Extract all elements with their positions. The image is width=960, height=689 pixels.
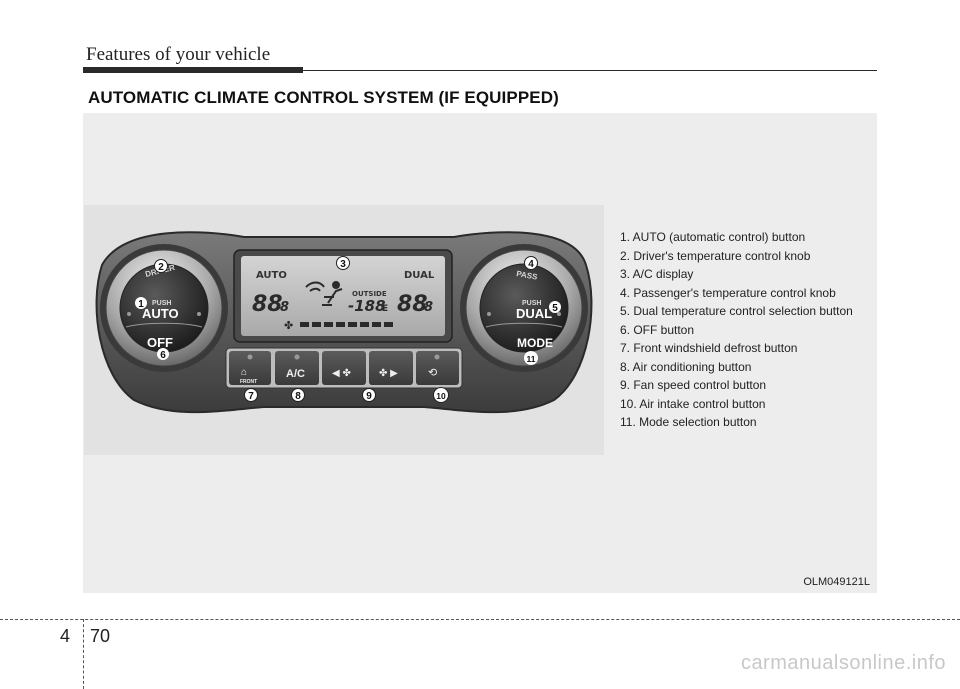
svg-text:4: 4 <box>528 259 534 270</box>
mode-button-label: MODE <box>517 336 553 350</box>
footer-divider <box>83 619 84 689</box>
page-number: 70 <box>90 626 111 646</box>
ac-button[interactable] <box>275 351 319 385</box>
legend-item: 2. Driver's temperature control knob <box>620 248 811 263</box>
air-intake-icon: ⟲ <box>428 367 437 379</box>
display-outside-label: OUTSIDE <box>352 290 387 298</box>
front-defrost-button[interactable] <box>229 351 271 385</box>
fan-down-icon: ◀ ✤ <box>332 368 351 379</box>
front-label: FRONT <box>240 379 257 385</box>
ac-display: AUTO DUAL OUTSIDE 88 8 -188 E 88 8 ✤ <box>233 249 453 343</box>
pass-temp-knob[interactable]: PASS PUSH DUAL MODE <box>460 244 588 372</box>
header-bar <box>83 67 303 73</box>
header-rule <box>303 70 877 71</box>
svg-text:2: 2 <box>158 262 164 273</box>
legend-list: 1. AUTO (automatic control) button 2. Dr… <box>620 228 853 432</box>
callout-9: 9 <box>362 388 376 402</box>
off-button-label: OFF <box>147 335 173 350</box>
display-pass-temp-small: 8 <box>424 300 433 315</box>
air-intake-button[interactable] <box>416 351 459 385</box>
fan-down-button[interactable] <box>322 351 366 385</box>
callout-2: 2 <box>154 259 168 273</box>
legend-item: 4. Passenger's temperature control knob <box>620 285 836 300</box>
button-strip: ⌂ FRONT A/C ◀ ✤ ✤ ▶ ⟲ <box>225 347 463 389</box>
legend-item: 9. Fan speed control button <box>620 378 767 392</box>
legend-item: 1. AUTO (automatic control) button <box>620 230 806 244</box>
footer-rule <box>0 619 960 620</box>
callout-8: 8 <box>291 388 305 402</box>
callout-6: 6 <box>157 348 169 361</box>
dual-button-label: DUAL <box>516 306 552 321</box>
legend-item: 11. Mode selection button <box>620 415 757 429</box>
driver-push-label: PUSH <box>152 300 171 307</box>
fan-up-button[interactable] <box>369 351 413 385</box>
callout-3: 3 <box>336 256 350 270</box>
display-fan-speed: ✤ <box>284 319 393 332</box>
header-title: Features of your vehicle <box>86 44 271 65</box>
svg-text:7: 7 <box>248 391 254 402</box>
legend-item: 5. Dual temperature control selection bu… <box>620 304 853 318</box>
callout-1: 1 <box>135 297 147 310</box>
climate-control-panel: AUTO DUAL OUTSIDE 88 8 -188 E 88 8 ✤ <box>95 231 593 414</box>
display-outside-temp: -188 <box>348 297 386 315</box>
callout-7: 7 <box>244 388 258 402</box>
legend-item: 3. A/C display <box>620 267 694 281</box>
display-airflow-icon <box>305 281 343 306</box>
display-outside-unit: E <box>382 304 388 314</box>
watermark: carmanualsonline.info <box>740 652 946 674</box>
callout-5: 5 <box>549 301 561 314</box>
legend-item: 8. Air conditioning button <box>620 359 752 374</box>
legend-item: 6. OFF button <box>620 322 695 337</box>
driver-temp-knob[interactable]: DRIVER PUSH AUTO OFF <box>100 244 228 372</box>
legend-item: 7. Front windshield defrost button <box>620 341 798 355</box>
svg-text:9: 9 <box>366 391 372 402</box>
display-pass-temp: 88 <box>397 292 428 317</box>
chapter-number: 4 <box>60 626 71 646</box>
display-driver-temp: 88 <box>252 292 283 317</box>
svg-text:5: 5 <box>552 303 558 314</box>
display-dual-label: DUAL <box>404 270 435 281</box>
pass-ring-label: PASS <box>516 269 539 282</box>
svg-text:1: 1 <box>138 299 144 310</box>
svg-text:3: 3 <box>340 259 346 270</box>
display-driver-temp-small: 8 <box>280 300 289 315</box>
svg-text:8: 8 <box>295 391 301 402</box>
section-title: AUTOMATIC CLIMATE CONTROL SYSTEM (IF EQU… <box>88 88 559 107</box>
ac-label: A/C <box>286 368 305 380</box>
defrost-icon: ⌂ <box>241 367 247 378</box>
callout-10: 10 <box>433 387 449 403</box>
callout-11: 11 <box>524 351 538 365</box>
svg-text:11: 11 <box>527 354 536 364</box>
svg-text:10: 10 <box>436 391 446 401</box>
callout-4: 4 <box>524 256 538 270</box>
figure-code: OLM049121L <box>803 576 870 588</box>
fan-up-icon: ✤ ▶ <box>379 368 398 379</box>
svg-text:6: 6 <box>160 350 166 361</box>
pass-push-label: PUSH <box>522 300 541 307</box>
display-auto-label: AUTO <box>256 270 287 281</box>
legend-item: 10. Air intake control button <box>620 396 766 411</box>
auto-button-label: AUTO <box>142 306 179 321</box>
display-fan-icon: ✤ <box>284 319 293 332</box>
